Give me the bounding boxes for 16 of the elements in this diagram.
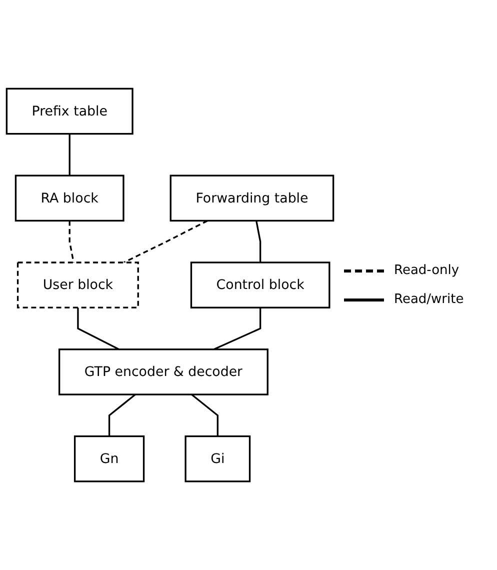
node-box: Forwarding table	[170, 174, 334, 222]
node-box: Gi	[184, 435, 251, 482]
node-box: Prefix table	[6, 88, 134, 135]
node-box: Control block	[190, 262, 330, 308]
connector	[256, 220, 262, 262]
node-box: Gn	[74, 435, 145, 482]
legend-text: Read/write	[394, 292, 464, 307]
connector	[191, 394, 218, 436]
node-box: User block	[16, 262, 139, 308]
node-box: GTP encoder & decoder	[58, 348, 268, 396]
connector	[108, 394, 136, 436]
node-box: RA block	[14, 174, 124, 222]
connector	[213, 308, 262, 350]
connector	[68, 134, 70, 176]
legend-text: Read-only	[394, 263, 460, 278]
connector	[77, 308, 120, 350]
